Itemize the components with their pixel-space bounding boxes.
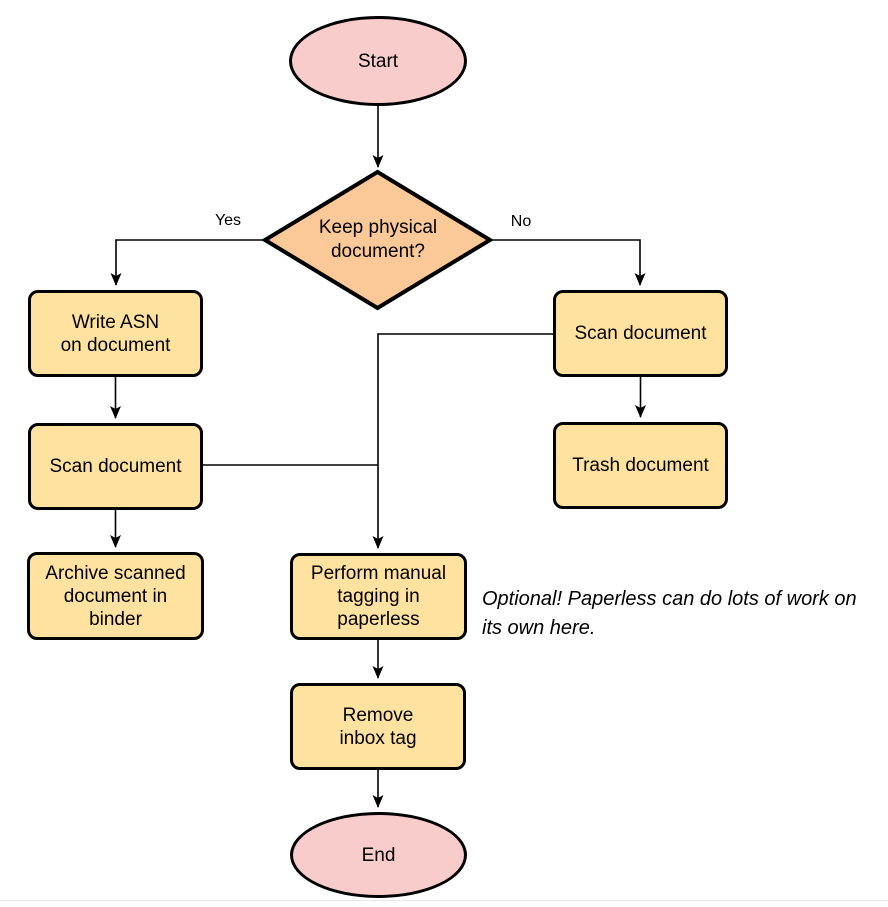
decision-diamond-shape <box>261 169 494 311</box>
process-write-asn-on-document: Write ASN on document <box>28 290 203 377</box>
process-archive-scanned-document: Archive scanned document in binder <box>27 552 204 640</box>
page-bottom-divider <box>0 900 888 901</box>
process-remove-inbox-tag: Remove inbox tag <box>290 683 466 770</box>
edge-scan-right-to-tagging <box>372 333 553 549</box>
note-optional-paperless: Optional! Paperless can do lots of work … <box>482 588 857 639</box>
edge-label-no: No <box>508 213 534 230</box>
end-node: End <box>290 812 467 898</box>
edge-decision-no-to-scan-right <box>490 239 646 286</box>
start-node: Start <box>289 16 467 106</box>
process-manual-tagging-in-paperless: Perform manual tagging in paperless <box>290 553 467 640</box>
process-scan-document-right: Scan document <box>553 290 728 377</box>
decision-keep-physical-document-label: Keep physical document? <box>318 217 438 262</box>
edge-label-yes: Yes <box>212 212 244 229</box>
edge-decision-yes-to-write-asn <box>110 239 265 286</box>
process-trash-document: Trash document <box>553 422 728 509</box>
process-scan-document-left: Scan document <box>28 423 203 510</box>
